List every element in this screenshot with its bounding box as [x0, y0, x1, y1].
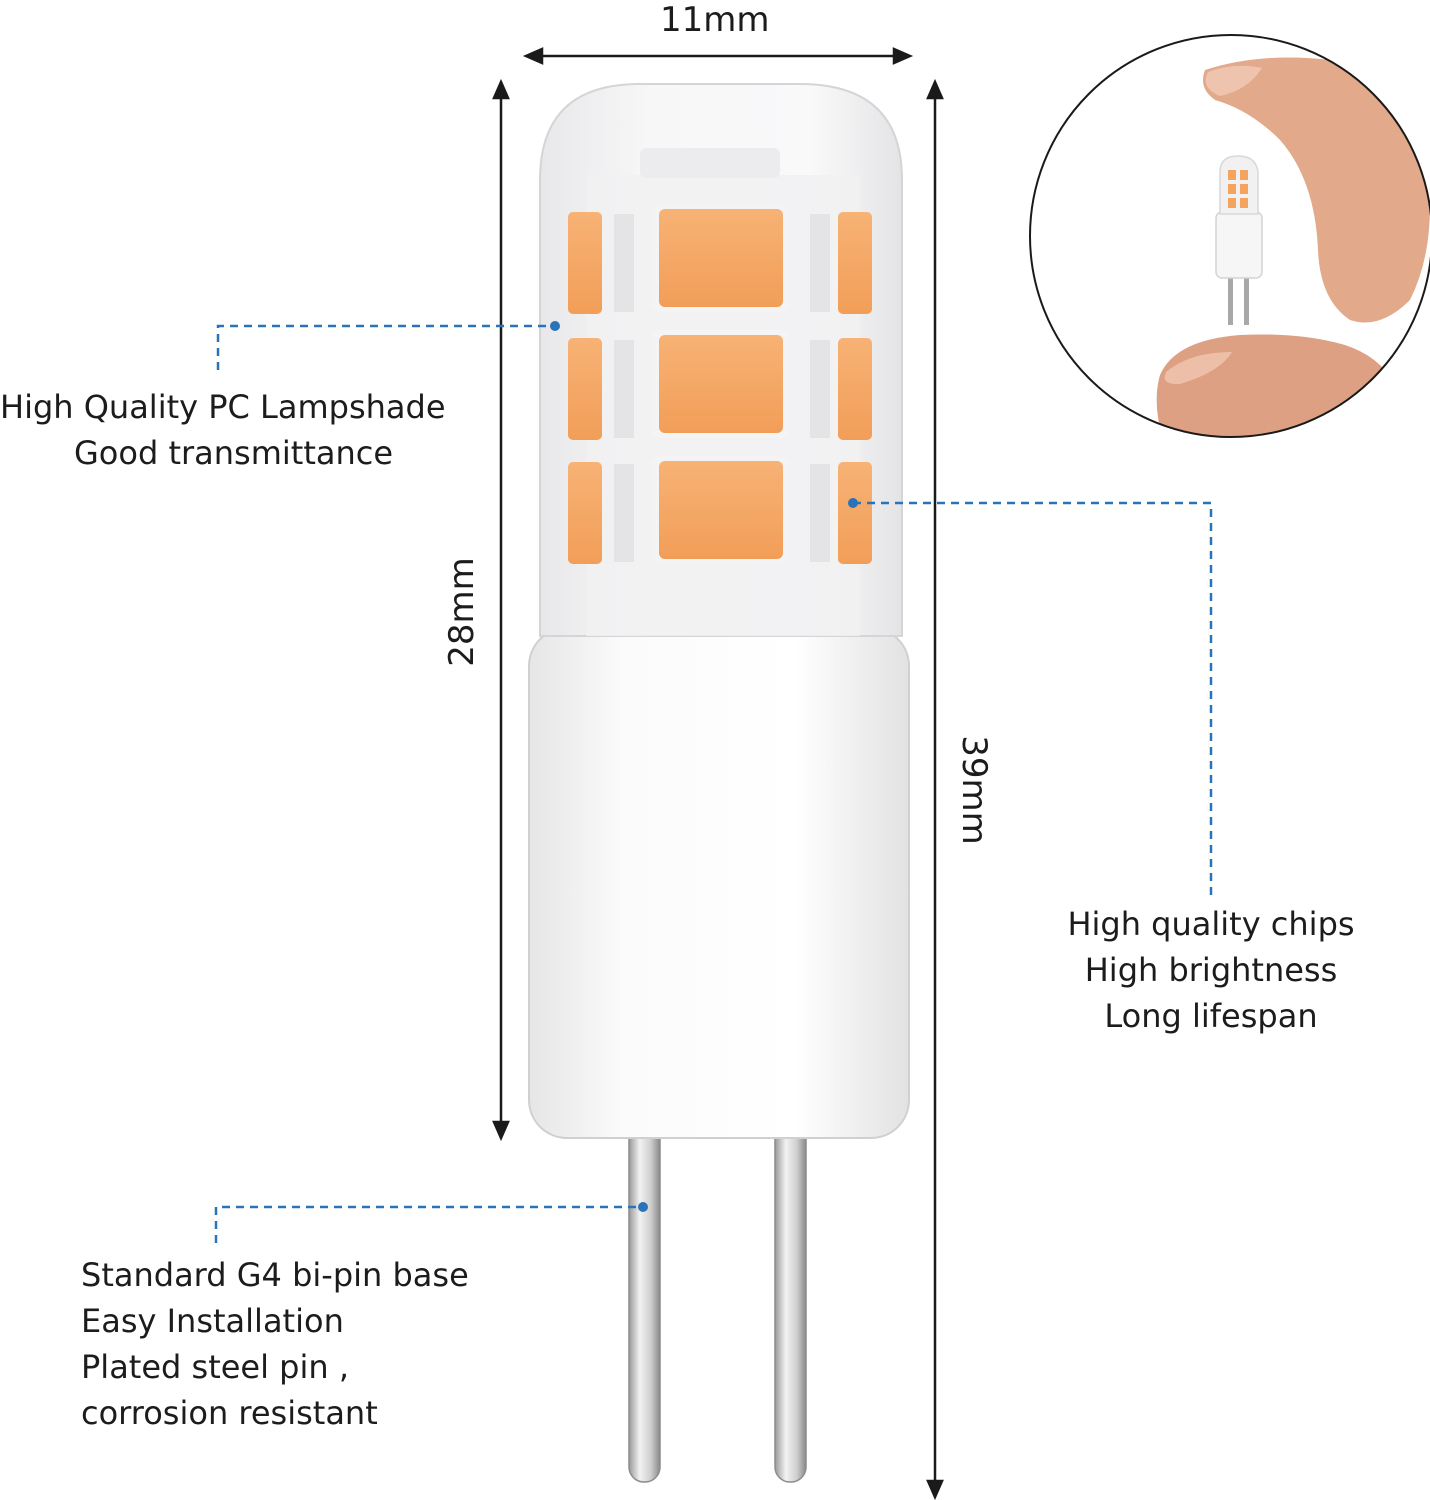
callout-base-line-1: Standard G4 bi-pin base: [81, 1256, 469, 1294]
leader-line-lampshade: [216, 321, 560, 370]
leader-line-chips: [848, 498, 1213, 895]
callout-chips: High quality chips High brightness Long …: [1062, 901, 1360, 1039]
callout-base-line-2: Easy Installation: [81, 1302, 344, 1340]
led-chips: [568, 204, 872, 564]
callout-base-line-4: corrosion resistant: [81, 1394, 378, 1432]
finger-holding-bulb-icon: [1029, 34, 1430, 438]
bulb-base-body: [528, 627, 910, 1139]
callout-lampshade-line-1: High Quality PC Lampshade: [0, 388, 446, 426]
bulb-pins: [628, 1119, 807, 1483]
dimension-total-height-line: [926, 78, 944, 1500]
dimension-lens-height-line: [492, 78, 510, 1142]
dimension-width-line: [522, 47, 914, 65]
callout-chips-line-3: Long lifespan: [1104, 997, 1318, 1035]
callout-base-line-3: Plated steel pin ,: [81, 1348, 349, 1386]
dimension-total-height-label: 39mm: [954, 735, 994, 845]
callout-lampshade: High Quality PC Lampshade Good transmitt…: [0, 384, 446, 476]
dimension-lens-height-label: 28mm: [442, 557, 482, 667]
callout-chips-line-2: High brightness: [1084, 951, 1338, 989]
callout-chips-line-1: High quality chips: [1067, 905, 1355, 943]
dimension-width-label: 11mm: [660, 0, 770, 40]
callout-base: Standard G4 bi-pin base Easy Installatio…: [81, 1252, 469, 1436]
callout-lampshade-line-2: Good transmittance: [74, 434, 394, 472]
leader-line-base: [214, 1202, 648, 1243]
